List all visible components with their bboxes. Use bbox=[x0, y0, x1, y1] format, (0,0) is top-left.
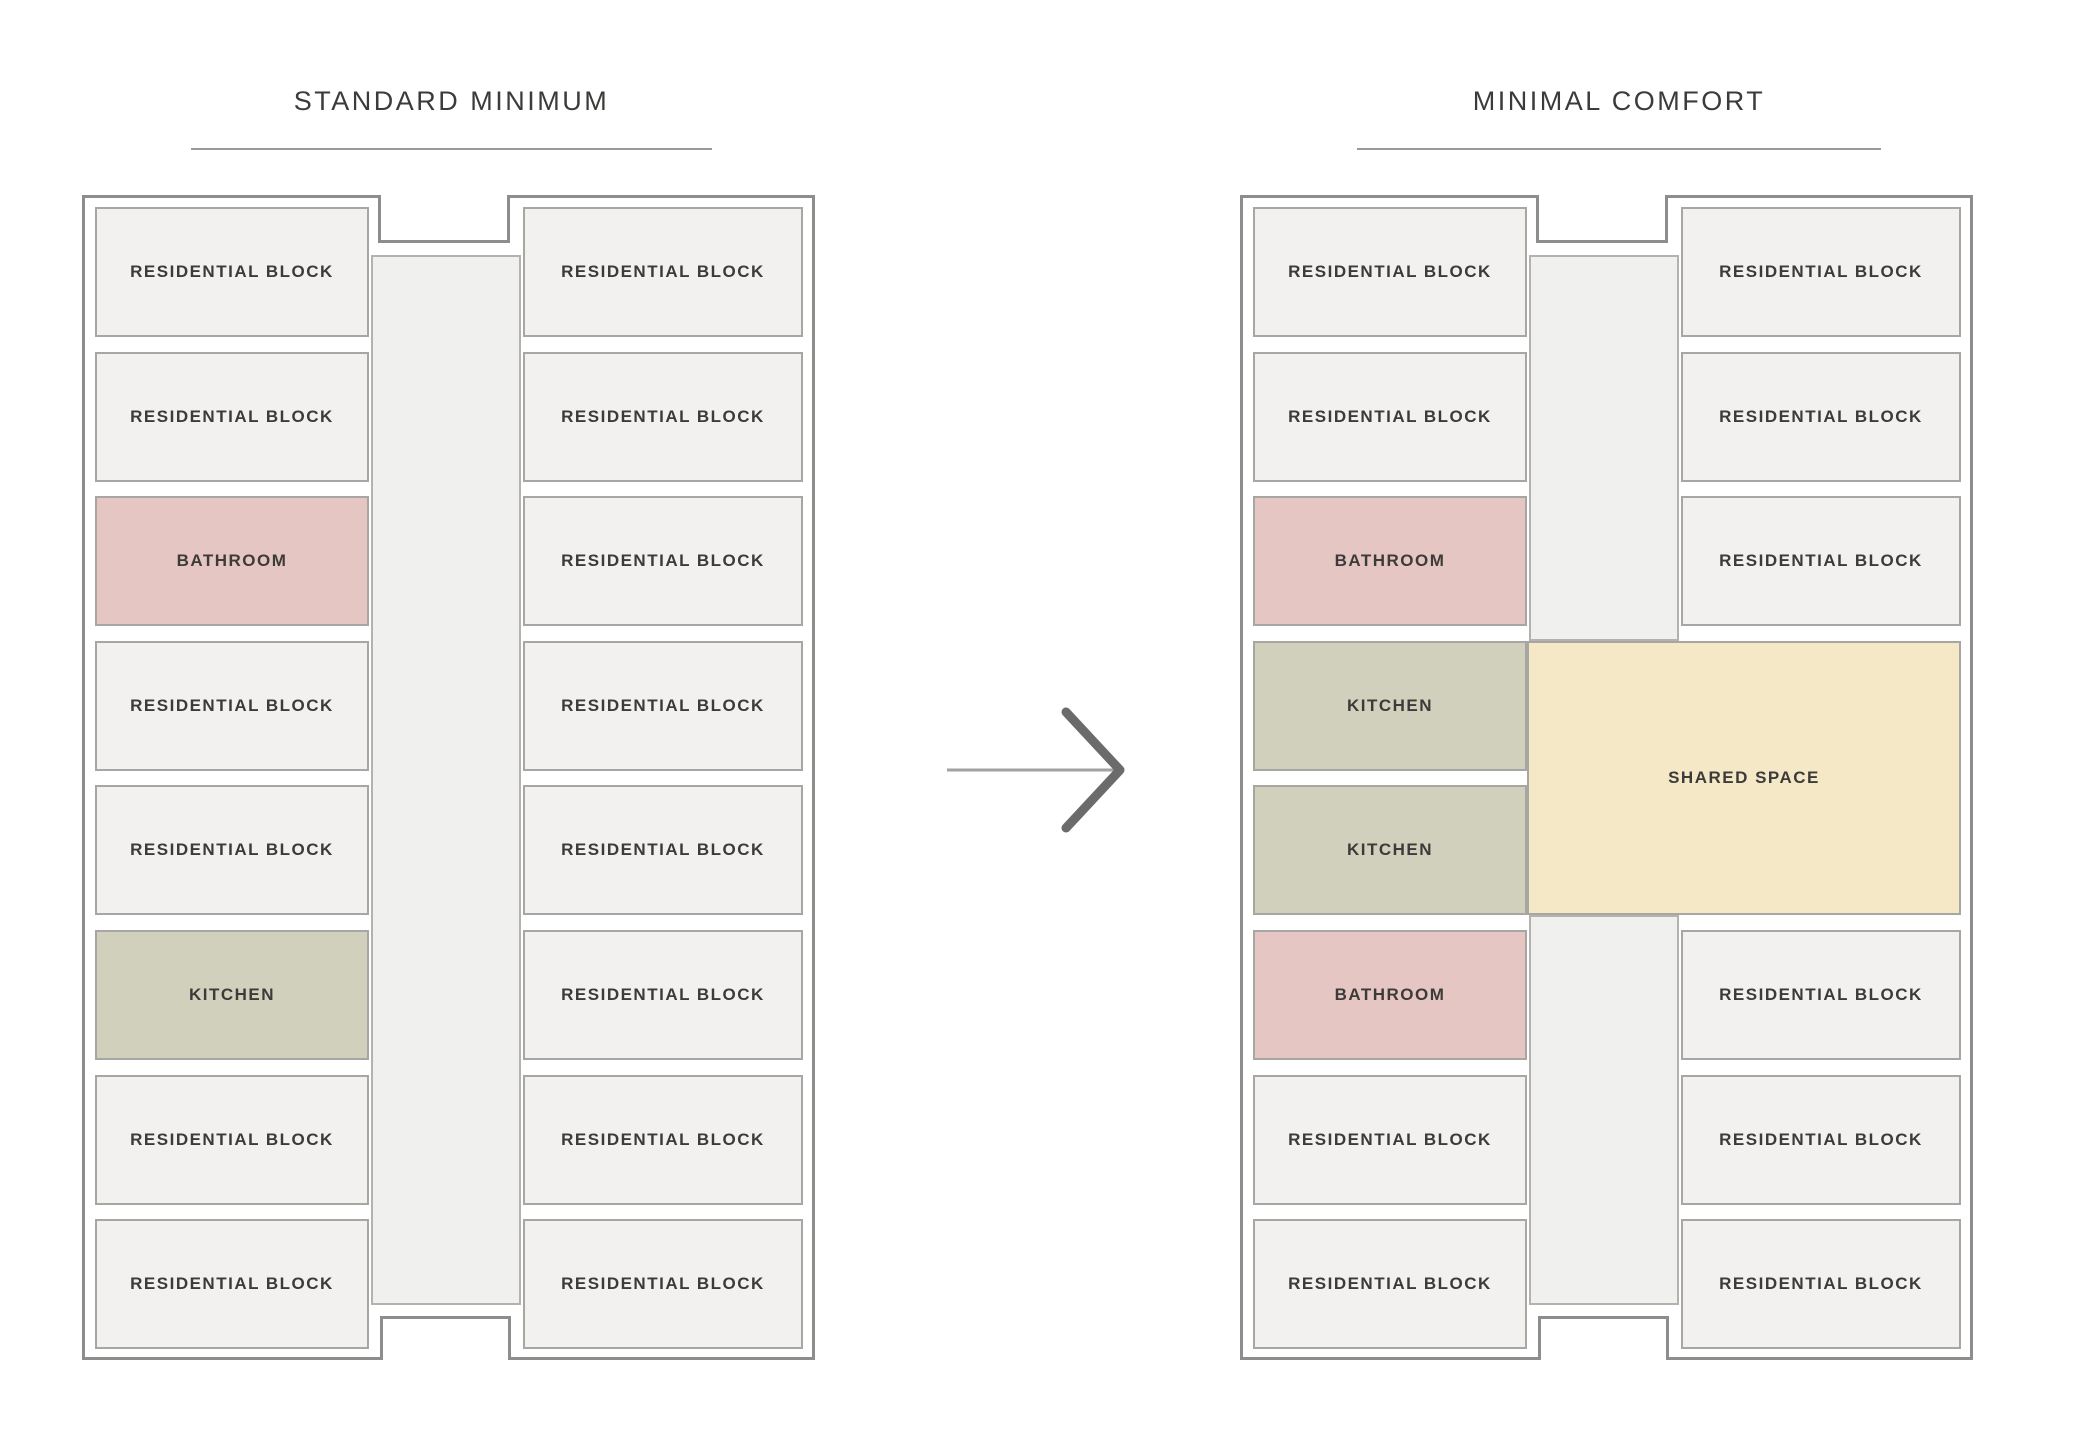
entrance-notch-top bbox=[1536, 195, 1668, 243]
room-residential: RESIDENTIAL BLOCK bbox=[1253, 1219, 1527, 1349]
entrance-notch-bottom bbox=[1538, 1316, 1669, 1360]
arrow-head bbox=[1061, 707, 1125, 833]
corridor bbox=[371, 255, 521, 1305]
room-residential: RESIDENTIAL BLOCK bbox=[523, 641, 803, 771]
transform-arrow bbox=[947, 707, 1125, 833]
room-residential: RESIDENTIAL BLOCK bbox=[95, 1219, 369, 1349]
room-residential: RESIDENTIAL BLOCK bbox=[523, 785, 803, 915]
room-residential: RESIDENTIAL BLOCK bbox=[523, 930, 803, 1060]
standard-minimum-plan: RESIDENTIAL BLOCK RESIDENTIAL BLOCK BATHRO… bbox=[82, 195, 815, 1360]
room-residential: RESIDENTIAL BLOCK bbox=[523, 352, 803, 482]
room-residential: RESIDENTIAL BLOCK bbox=[1253, 1075, 1527, 1205]
corridor bbox=[1529, 915, 1679, 1305]
room-residential: RESIDENTIAL BLOCK bbox=[95, 207, 369, 337]
room-residential: RESIDENTIAL BLOCK bbox=[95, 1075, 369, 1205]
room-bathroom: BATHROOM bbox=[95, 496, 369, 626]
room-residential: RESIDENTIAL BLOCK bbox=[1253, 207, 1527, 337]
room-residential: RESIDENTIAL BLOCK bbox=[523, 1219, 803, 1349]
entrance-notch-top bbox=[378, 195, 510, 243]
room-bathroom: BATHROOM bbox=[1253, 930, 1527, 1060]
room-residential: RESIDENTIAL BLOCK bbox=[95, 641, 369, 771]
room-bathroom: BATHROOM bbox=[1253, 496, 1527, 626]
room-residential: RESIDENTIAL BLOCK bbox=[1681, 1219, 1961, 1349]
room-residential: RESIDENTIAL BLOCK bbox=[1253, 352, 1527, 482]
room-residential: RESIDENTIAL BLOCK bbox=[1681, 352, 1961, 482]
room-residential: RESIDENTIAL BLOCK bbox=[95, 352, 369, 482]
room-residential: RESIDENTIAL BLOCK bbox=[523, 496, 803, 626]
room-residential: RESIDENTIAL BLOCK bbox=[95, 785, 369, 915]
room-kitchen: KITCHEN bbox=[95, 930, 369, 1060]
corridor bbox=[1529, 255, 1679, 641]
room-shared: SHARED SPACE bbox=[1527, 641, 1961, 915]
room-residential: RESIDENTIAL BLOCK bbox=[1681, 496, 1961, 626]
room-residential: RESIDENTIAL BLOCK bbox=[523, 1075, 803, 1205]
left-plan-title-underline bbox=[191, 148, 712, 150]
room-kitchen: KITCHEN bbox=[1253, 785, 1527, 915]
room-kitchen: KITCHEN bbox=[1253, 641, 1527, 771]
minimal-comfort-plan: RESIDENTIAL BLOCK RESIDENTIAL BLOCK BATHRO… bbox=[1240, 195, 1973, 1360]
right-plan-title-underline bbox=[1357, 148, 1881, 150]
room-residential: RESIDENTIAL BLOCK bbox=[1681, 930, 1961, 1060]
room-residential: RESIDENTIAL BLOCK bbox=[1681, 1075, 1961, 1205]
room-residential: RESIDENTIAL BLOCK bbox=[1681, 207, 1961, 337]
right-plan-title: MINIMAL COMFORT bbox=[1472, 86, 1766, 116]
left-plan-title: STANDARD MINIMUM bbox=[293, 86, 610, 116]
room-residential: RESIDENTIAL BLOCK bbox=[523, 207, 803, 337]
entrance-notch-bottom bbox=[380, 1316, 511, 1360]
